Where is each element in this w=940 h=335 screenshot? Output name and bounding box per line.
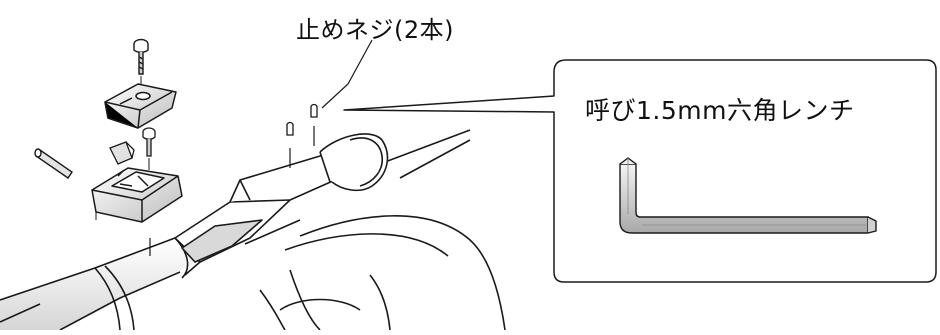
set-screw-label: 止めネジ(2本) [296,16,454,44]
set-screw-right [310,103,318,118]
top-screw [133,38,149,75]
spring-clip [109,141,135,165]
middle-screw [142,127,156,157]
upper-cap-block [104,83,177,129]
wrench-label: 呼び1.5mm六角レンチ [585,96,855,125]
lower-base-block [91,167,183,223]
rod-tube [0,129,506,331]
pin [34,148,73,179]
assembly-guide-lines [95,76,150,220]
set-screw-leader [321,39,373,109]
set-screw-left [286,121,294,136]
tube-hole-marks [149,126,315,256]
hex-wrench-icon [619,157,877,234]
